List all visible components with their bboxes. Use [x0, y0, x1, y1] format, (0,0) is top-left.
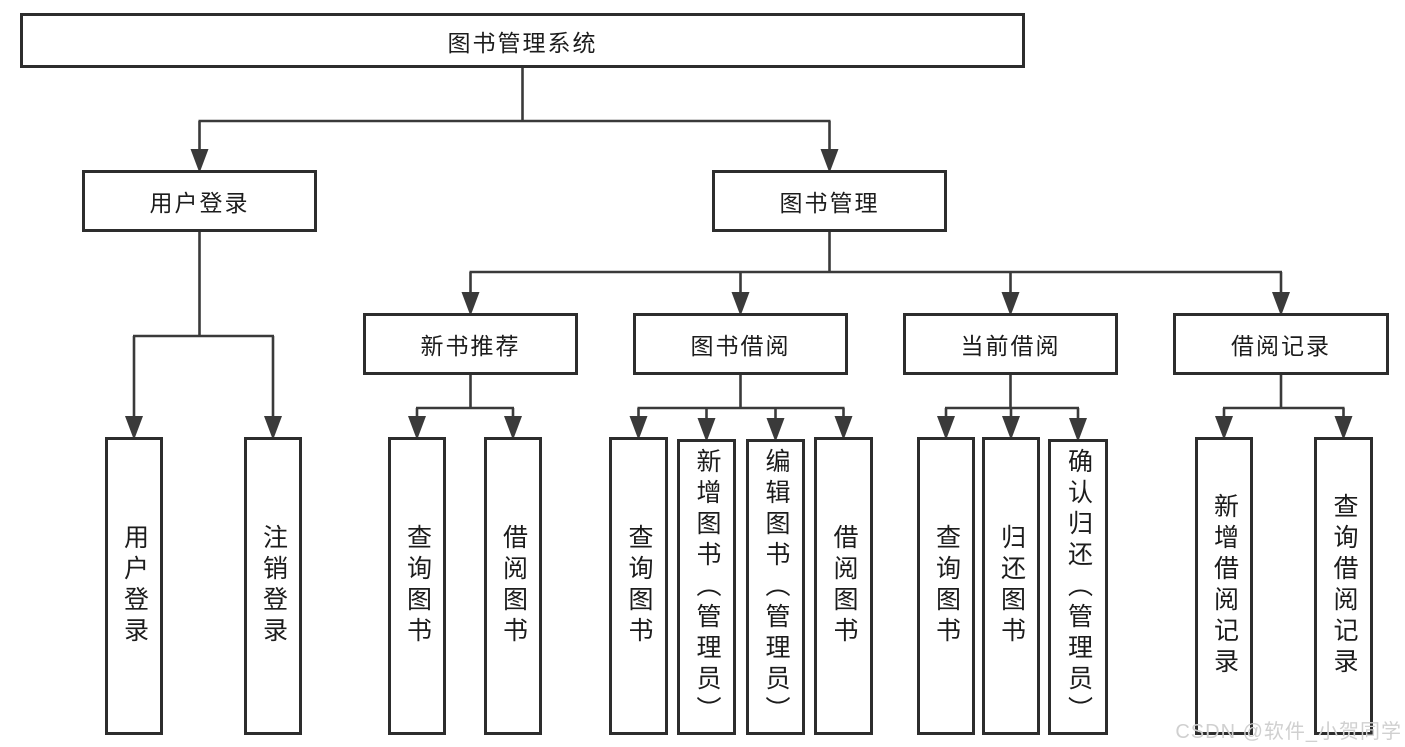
arrowhead-icon [629, 416, 648, 440]
arrowhead-icon [1272, 292, 1290, 316]
node-label: 图书管理系统 [447, 29, 598, 56]
node-label: 查询图书 [932, 524, 961, 648]
node-label: 图书管理 [779, 190, 880, 216]
node-label: 用户登录 [120, 524, 149, 648]
arrowhead-icon [766, 418, 785, 442]
node-label: 注销登录 [259, 524, 288, 648]
node-cur-confirm-return: 确认归还（管理员） [1048, 439, 1108, 735]
arrowhead-icon [461, 292, 480, 316]
node-label: 查询图书 [403, 524, 432, 648]
node-book-borrow: 图书借阅 [633, 313, 848, 375]
arrowhead-icon [697, 418, 716, 442]
arrowhead-icon [834, 416, 853, 440]
node-borrow-records: 借阅记录 [1173, 313, 1389, 375]
node-recd-add-record: 新增借阅记录 [1195, 437, 1253, 735]
node-rec-query-book: 查询图书 [388, 437, 446, 735]
arrowhead-icon [1215, 416, 1233, 440]
arrowhead-icon [1334, 416, 1353, 440]
node-root: 图书管理系统 [20, 13, 1025, 68]
node-bor-query-book: 查询图书 [609, 437, 668, 735]
arrowhead-icon [1001, 292, 1020, 316]
node-label: 编辑图书（管理员） [762, 447, 790, 727]
node-cur-return-book: 归还图书 [982, 437, 1040, 735]
node-label: 新增图书（管理员） [693, 447, 721, 727]
arrowhead-icon [125, 416, 143, 440]
arrowhead-icon [937, 416, 955, 440]
node-recd-query-record: 查询借阅记录 [1314, 437, 1373, 735]
node-leaf-logout: 注销登录 [244, 437, 302, 735]
node-label: 归还图书 [997, 524, 1026, 648]
node-label: 新书推荐 [420, 333, 521, 359]
arrowhead-icon [820, 149, 839, 173]
node-label: 查询借阅记录 [1330, 493, 1358, 679]
node-label: 借阅图书 [499, 524, 528, 648]
node-label: 用户登录 [149, 190, 250, 216]
node-label: 当前借阅 [960, 333, 1061, 359]
node-bor-edit-book: 编辑图书（管理员） [746, 439, 805, 735]
node-rec-borrow-book: 借阅图书 [484, 437, 542, 735]
node-label: 图书借阅 [690, 333, 791, 359]
node-leaf-user-login: 用户登录 [105, 437, 163, 735]
node-bor-borrow-book: 借阅图书 [814, 437, 873, 735]
node-label: 借阅图书 [830, 524, 858, 648]
node-new-book-rec: 新书推荐 [363, 313, 578, 375]
arrowhead-icon [408, 416, 426, 440]
arrowhead-icon [731, 292, 750, 316]
node-label: 新增借阅记录 [1210, 493, 1239, 679]
node-bor-add-book: 新增图书（管理员） [677, 439, 736, 735]
node-current-borrow: 当前借阅 [903, 313, 1118, 375]
node-label: 查询图书 [625, 524, 653, 648]
arrowhead-icon [1002, 416, 1020, 440]
node-book-mgmt: 图书管理 [712, 170, 947, 232]
arrowhead-icon [1069, 418, 1087, 442]
arrowhead-icon [264, 416, 282, 440]
arrowhead-icon [504, 416, 522, 440]
node-cur-query-book: 查询图书 [917, 437, 975, 735]
node-label: 确认归还（管理员） [1064, 447, 1093, 727]
arrowhead-icon [190, 149, 209, 173]
node-label: 借阅记录 [1231, 333, 1331, 359]
watermark: CSDN @软件_小贺同学 [1175, 721, 1402, 743]
node-user-login: 用户登录 [82, 170, 317, 232]
